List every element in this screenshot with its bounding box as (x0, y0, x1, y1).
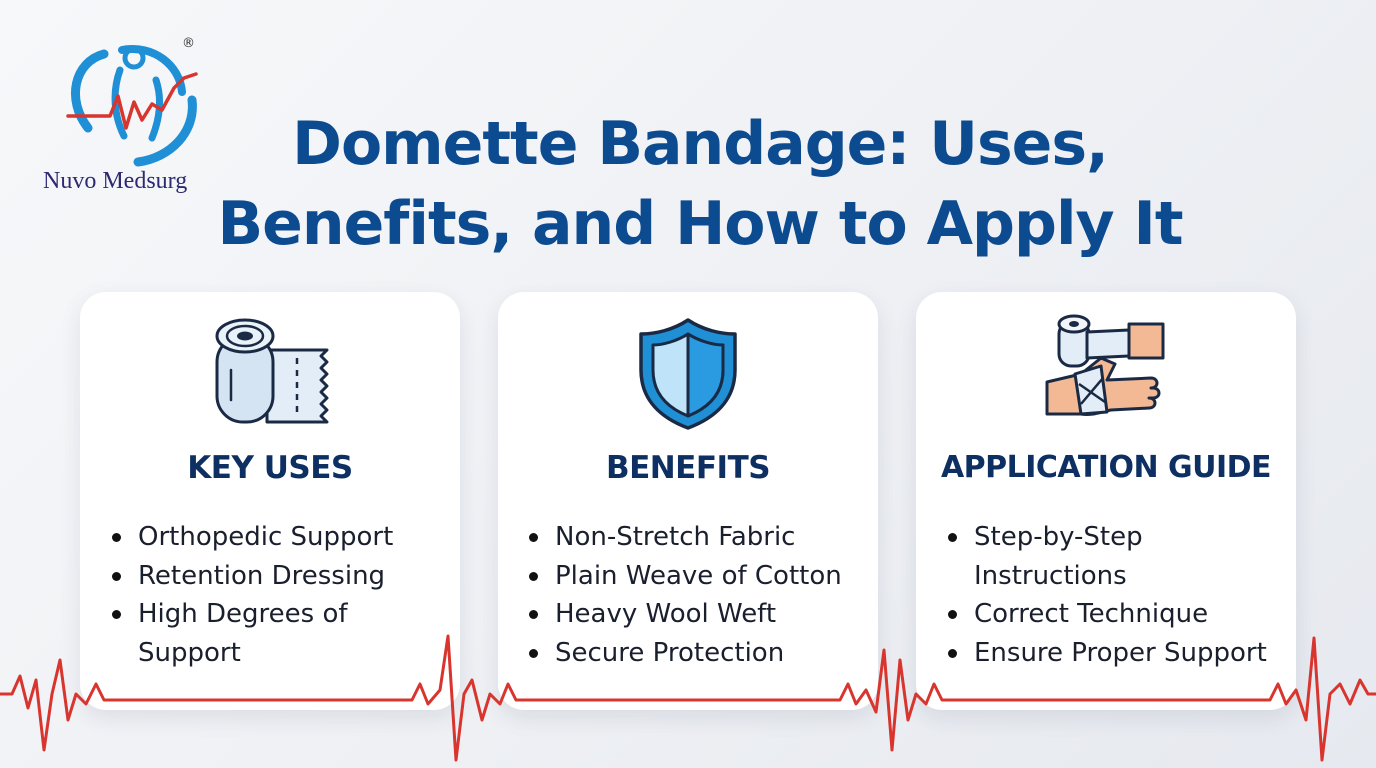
list-item: Secure Protection (527, 634, 867, 673)
application-guide-list: Step-by-Step Instructions Correct Techni… (946, 518, 1286, 672)
card-heading-application-guide: APPLICATION GUIDE (940, 450, 1272, 485)
brand-name: Nuvo Medsurg (43, 168, 188, 194)
hand-bandage-icon (1045, 314, 1165, 416)
list-item: Heavy Wool Weft (527, 595, 867, 634)
list-item: Step-by-Step Instructions (946, 518, 1174, 595)
page-title-line-1: Domette Bandage: Uses, (292, 109, 1109, 179)
list-item: High Degrees of Support (110, 595, 388, 672)
card-heading-key-uses: KEY USES (187, 450, 353, 486)
list-item: Ensure Proper Support (946, 634, 1286, 673)
list-item: Retention Dressing (110, 557, 450, 596)
logo-globe-icon (66, 45, 198, 167)
key-uses-list: Orthopedic Support Retention Dressing Hi… (110, 518, 450, 672)
card-benefits (498, 292, 878, 710)
benefits-list: Non-Stretch Fabric Plain Weave of Cotton… (527, 518, 867, 672)
list-item: Plain Weave of Cotton (527, 557, 867, 596)
brand-logo: ® Nuvo Medsurg (40, 36, 230, 206)
list-item: Non-Stretch Fabric (527, 518, 867, 557)
list-item: Correct Technique (946, 595, 1286, 634)
card-key-uses (80, 292, 460, 710)
page-title: Domette Bandage: Uses, Benefits, and How… (200, 104, 1200, 264)
card-heading-benefits: BENEFITS (605, 450, 771, 486)
heartbeat-path (0, 634, 1376, 762)
page-title-line-2: Benefits, and How to Apply It (217, 189, 1183, 259)
card-application-guide (916, 292, 1296, 710)
bandage-roll-icon (215, 318, 329, 424)
registered-mark: ® (182, 36, 195, 51)
heartbeat-line (0, 634, 1376, 762)
list-item: Orthopedic Support (110, 518, 450, 557)
shield-icon (639, 318, 737, 430)
